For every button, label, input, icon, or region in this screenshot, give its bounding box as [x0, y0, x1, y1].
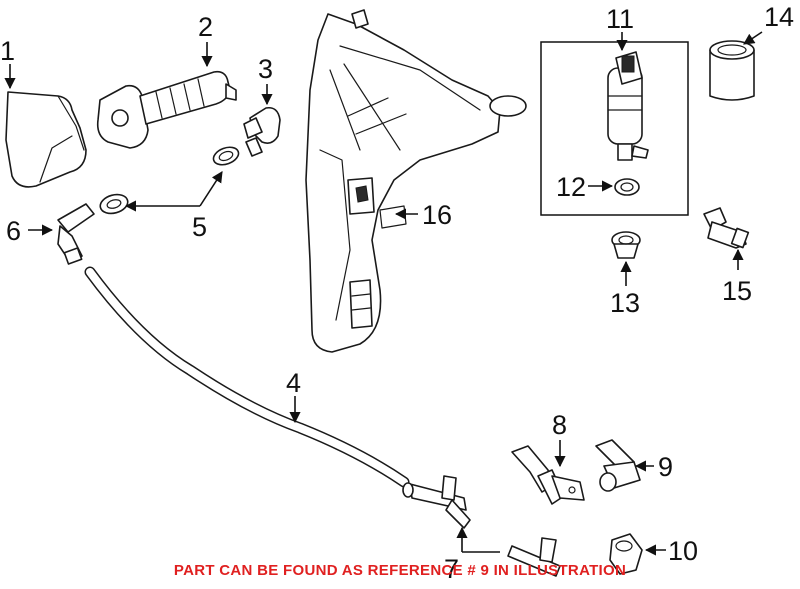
callout-9: 9: [658, 452, 673, 482]
part-2-washer-nozzle: [96, 70, 237, 149]
part-3-elbow-connector: [243, 106, 281, 157]
callout-3: 3: [258, 54, 273, 84]
part-16-washer-reservoir: [305, 9, 527, 353]
callout-11: 11: [606, 4, 634, 34]
callout-8: 8: [552, 410, 567, 440]
part-12-seal-ring: [614, 178, 640, 196]
part-9-elbow-connector: [595, 439, 641, 492]
leader-5b: [199, 171, 223, 207]
part-1-washer-cover: [5, 91, 87, 188]
part-4-washer-hose: [84, 266, 410, 488]
callout-7: 7: [444, 554, 459, 584]
callout-5: 5: [192, 212, 207, 242]
part-14-grommet: [709, 40, 755, 101]
callout-16: 16: [422, 200, 452, 230]
leader-14: [743, 31, 763, 45]
callout-4: 4: [286, 368, 301, 398]
part-8-elbow-bracket: [511, 445, 585, 505]
callout-12: 12: [556, 172, 586, 202]
callout-10: 10: [668, 536, 698, 566]
part-15-level-sensor: [703, 207, 750, 249]
leader-7: [462, 528, 500, 553]
part-13-grommet: [611, 231, 641, 259]
part-7-t-connector-lower: [507, 537, 561, 577]
reference-note: PART CAN BE FOUND AS REFERENCE # 9 IN IL…: [173, 562, 627, 579]
callout-6: 6: [6, 216, 21, 246]
callout-13: 13: [610, 288, 640, 318]
part-7-t-connector-upper: [402, 475, 471, 529]
part-10-check-valve: [609, 533, 643, 575]
callout-14: 14: [764, 2, 794, 32]
callout-15: 15: [722, 276, 752, 306]
pump-group-box: [540, 41, 689, 216]
part-6-connector: [57, 203, 95, 265]
part-5-hose-clamps: [99, 146, 240, 215]
callout-1: 1: [0, 36, 15, 66]
callout-2: 2: [198, 12, 213, 42]
part-11-washer-pump: [607, 51, 649, 161]
